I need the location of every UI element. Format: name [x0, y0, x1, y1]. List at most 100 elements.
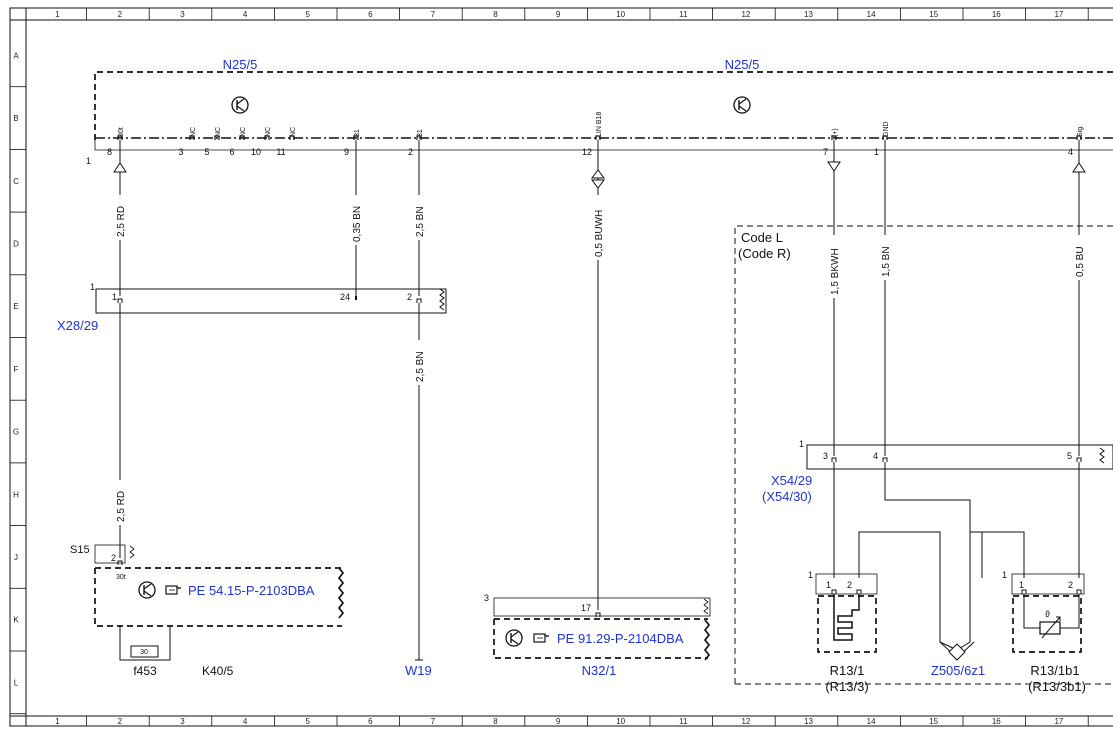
group-number: 1: [808, 570, 813, 580]
pin-number: 11: [276, 147, 285, 157]
pin-number: 7: [823, 147, 828, 157]
grid-row-label: D: [13, 239, 19, 248]
grid-column-label: 1: [55, 717, 60, 726]
pin-number: 24: [340, 292, 350, 302]
pin-number: 2: [408, 147, 413, 157]
grid-column-label: 16: [992, 10, 1001, 19]
code-label-alt: (Code R): [738, 246, 791, 261]
s15-label: S15: [70, 544, 90, 556]
wire-label: 0,5 BUWH: [594, 210, 605, 257]
pin-number: 1: [874, 147, 879, 157]
grid-column-label: 17: [1054, 717, 1063, 726]
transistor-icon: [138, 581, 156, 599]
pin-signal: 31: [354, 129, 361, 137]
grid-column-label: 2: [118, 717, 123, 726]
pin-number: 9: [344, 147, 349, 157]
code-label: Code L: [741, 230, 783, 245]
doc-ref-link[interactable]: PE 54.15-P-2103DBA: [188, 583, 315, 598]
pin-number: 3: [178, 147, 183, 157]
pin-signal: (+): [832, 128, 839, 137]
heater-r13-1: [815, 573, 878, 653]
wire-label: 0,5 BU: [1075, 246, 1086, 277]
pin-number: 6: [229, 147, 234, 157]
component-label[interactable]: N32/1: [582, 663, 617, 678]
grid-column-label: 9: [556, 717, 561, 726]
grid-row-label: E: [13, 302, 18, 311]
theta-symbol: ϑ: [1045, 609, 1050, 619]
module-n32-1: [493, 597, 711, 661]
grid-column-label: 15: [929, 10, 938, 19]
pin-signal: 31: [417, 129, 424, 137]
grid-frame: [9, 7, 1113, 727]
grid-column-label: 14: [867, 717, 876, 726]
module-label-right[interactable]: N25/5: [725, 57, 760, 72]
pin-signal: NC: [215, 127, 222, 137]
wire-label: 2,5 BN: [415, 351, 426, 382]
grid-row-label: G: [13, 428, 19, 437]
pin-signal: NC: [265, 127, 272, 137]
pin-number: 2: [407, 292, 412, 302]
module-pins: [117, 135, 1082, 140]
grid-column-label: 11: [679, 717, 688, 726]
grid-column-label: 5: [305, 717, 310, 726]
grid-column-label: 14: [867, 10, 876, 19]
pin-signal: Sig.: [1077, 125, 1084, 137]
pin-number: 10: [251, 147, 261, 157]
pin-number: 17: [581, 603, 591, 613]
component-label: R13/1b1: [1030, 663, 1079, 678]
grid-column-label: 11: [679, 10, 688, 19]
grid-column-label: 3: [180, 717, 185, 726]
grid-column-label: 13: [804, 10, 813, 19]
pin-number: 8: [107, 147, 112, 157]
grid-row-label: C: [13, 177, 19, 186]
grid-row-label: B: [13, 114, 18, 123]
pin-number: 4: [1068, 147, 1073, 157]
pin-signal: NC: [290, 127, 297, 137]
wire-label: 2,5 RD: [116, 206, 127, 237]
group-number: 3: [484, 593, 489, 603]
transistor-icon: [733, 96, 751, 114]
grid-row-label: K: [13, 616, 19, 625]
grid-row-label: J: [14, 553, 18, 562]
grid-column-label: 10: [616, 10, 625, 19]
connector-label[interactable]: X28/29: [57, 318, 98, 333]
module-label-left[interactable]: N25/5: [223, 57, 258, 72]
splice-label[interactable]: Z505/6z1: [931, 663, 985, 678]
component-label-alt: (R13/3b1): [1028, 679, 1086, 694]
hand-pointer-icon: [533, 633, 550, 643]
pin-signal: 30t: [116, 574, 126, 581]
connector-label[interactable]: X54/29: [771, 473, 812, 488]
pin-signal: NC: [240, 127, 247, 137]
connector-x54-29: [806, 444, 1113, 470]
pin-number: 1: [112, 292, 117, 302]
pin-number: 1: [1019, 580, 1024, 590]
pin-number: 5: [204, 147, 209, 157]
wire-ends: [113, 161, 1086, 661]
grid-column-label: 8: [493, 10, 498, 19]
grid-column-label: 1: [55, 10, 60, 19]
transistor-icon: [231, 96, 249, 114]
pin-number: 5: [1067, 451, 1072, 461]
connector-label-alt[interactable]: (X54/30): [762, 489, 812, 504]
sensor-r13-1b1: [1011, 573, 1085, 653]
grid-column-label: 6: [368, 10, 373, 19]
pin-number: 1: [826, 580, 831, 590]
pin-signal: 30t: [118, 127, 125, 137]
ground-label[interactable]: W19: [405, 663, 432, 678]
fuse-number: 30: [140, 649, 148, 656]
grid-column-label: 10: [616, 717, 625, 726]
grid-row-label: A: [13, 51, 19, 60]
wires: [119, 140, 1080, 660]
grid-column-label: 6: [368, 717, 373, 726]
pin-signal: LIN B18: [596, 112, 603, 137]
grid-column-label: 4: [243, 717, 248, 726]
doc-ref-link[interactable]: PE 91.29-P-2104DBA: [557, 631, 684, 646]
grid-column-label: 7: [431, 717, 436, 726]
grid-row-label: L: [14, 678, 19, 687]
grid-column-label: 12: [741, 717, 750, 726]
wire-label-bg: [114, 195, 1085, 525]
component-label: R13/1: [830, 663, 865, 678]
wire-label: 2,5 RD: [116, 491, 127, 522]
fuse-label: f453: [133, 664, 157, 678]
pin-number: 4: [873, 451, 878, 461]
